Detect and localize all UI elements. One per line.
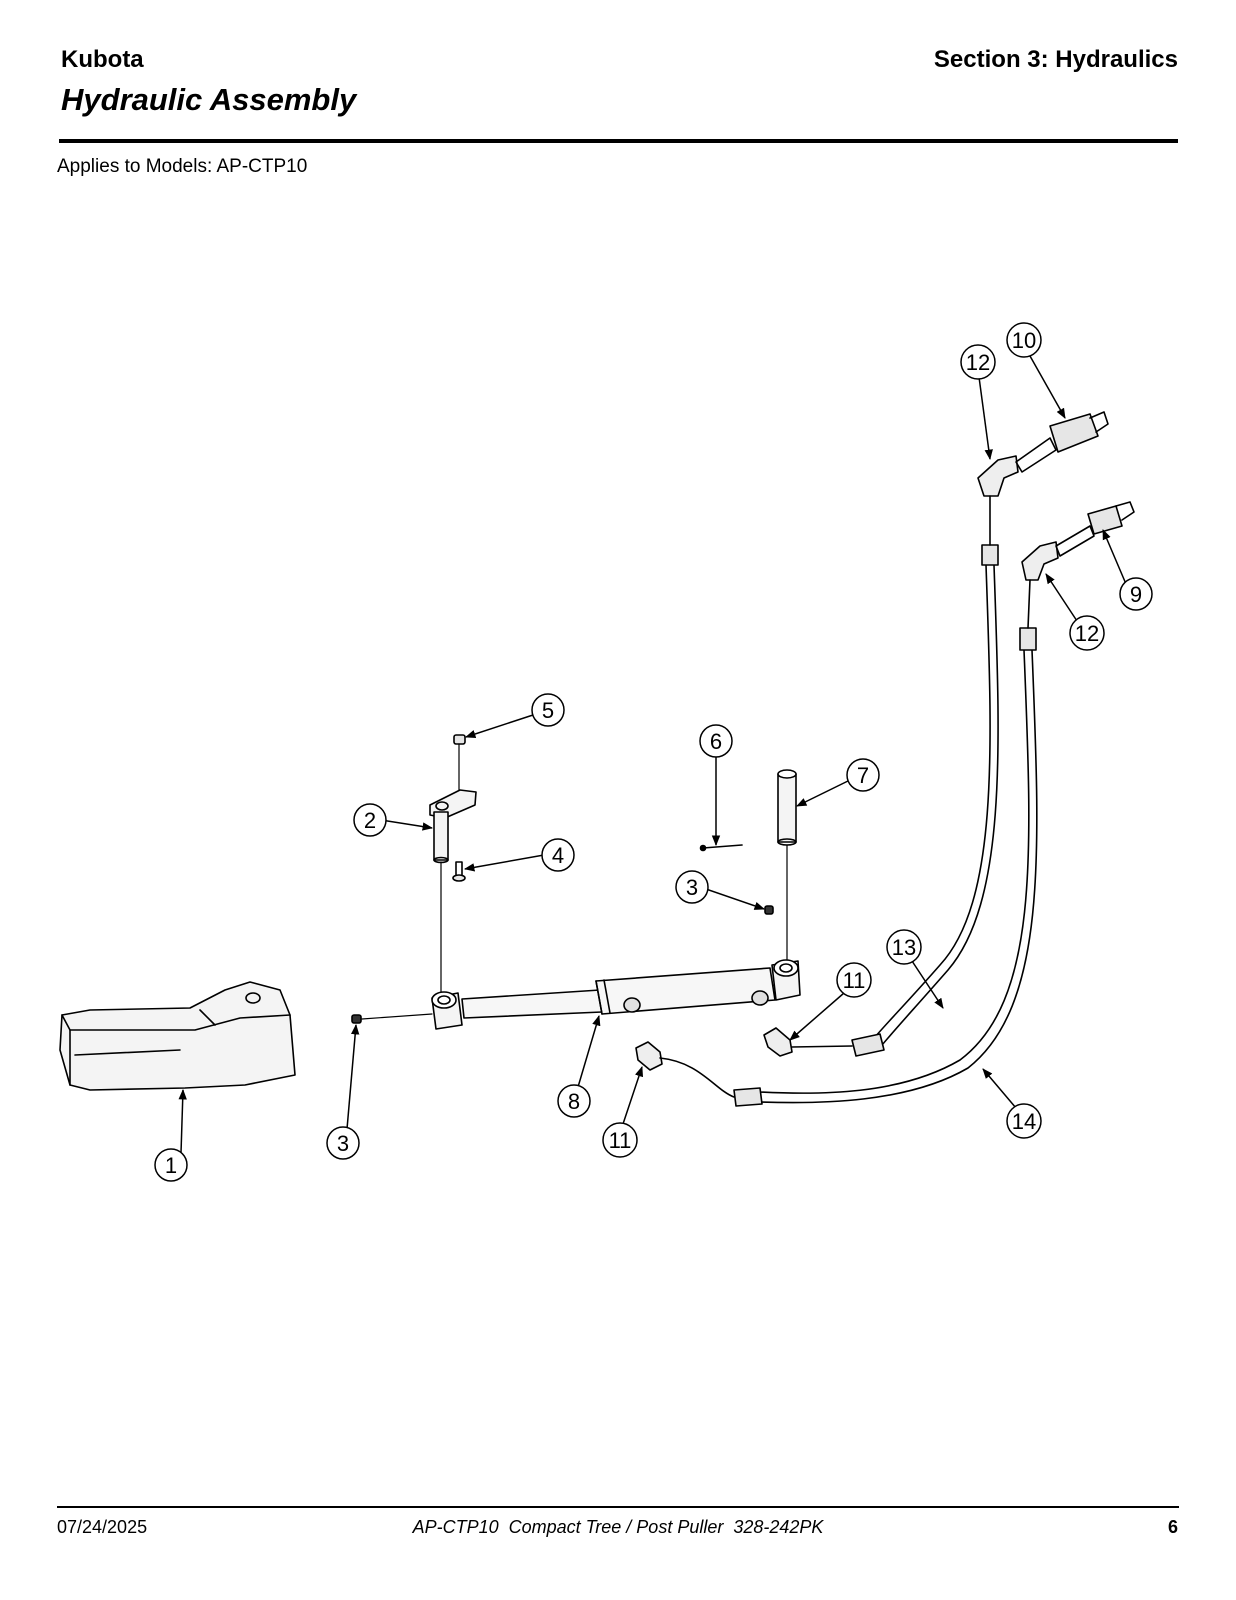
callout-9: 9 [1119, 577, 1153, 611]
brand-name: Kubota [61, 46, 144, 73]
svg-text:3: 3 [337, 1131, 349, 1156]
callout-7: 7 [846, 758, 880, 792]
svg-text:3: 3 [686, 875, 698, 900]
quick-coupler-part [1015, 411, 1109, 473]
callout-8: 8 [557, 1084, 591, 1118]
svg-text:14: 14 [1012, 1109, 1036, 1134]
mounting-bracket-part [59, 981, 296, 1091]
svg-text:12: 12 [966, 350, 990, 375]
elbow-fitting-part [635, 1041, 663, 1071]
callout-13: 13 [886, 929, 922, 965]
svg-text:6: 6 [710, 729, 722, 754]
callout-11: 11 [836, 962, 872, 998]
bolt-part [452, 861, 466, 882]
svg-text:10: 10 [1012, 328, 1036, 353]
hydraulic-cylinder-part [431, 959, 801, 1030]
elbow-adapter-part [977, 455, 1019, 546]
callout-2: 2 [353, 803, 387, 837]
callout-12: 12 [1069, 615, 1105, 651]
callout-4: 4 [541, 838, 575, 872]
footer-divider [57, 1506, 1179, 1508]
footer-document-title: AP-CTP10 Compact Tree / Post Puller 328-… [412, 1517, 824, 1537]
svg-text:2: 2 [364, 808, 376, 833]
svg-text:12: 12 [1075, 621, 1099, 646]
svg-text:11: 11 [843, 968, 866, 993]
grease-fitting-part [764, 905, 774, 915]
cylinder-pin-with-plate-part [429, 789, 477, 864]
header-divider [59, 139, 1178, 143]
callout-11: 11 [602, 1122, 638, 1158]
svg-text:9: 9 [1130, 582, 1142, 607]
grease-fitting-part [351, 1014, 362, 1024]
svg-text:1: 1 [165, 1153, 177, 1178]
quick-coupler-part [1055, 501, 1135, 557]
footer-date: 07/24/2025 [57, 1517, 148, 1537]
rod-pin-part [777, 769, 797, 846]
elbow-fitting-part [763, 1027, 793, 1057]
svg-text:8: 8 [568, 1089, 580, 1114]
callout-3: 3 [326, 1126, 360, 1160]
callout-5: 5 [531, 693, 565, 727]
callout-1: 1 [154, 1148, 188, 1182]
applies-to-models: Applies to Models: AP-CTP10 [57, 156, 308, 177]
callout-10: 10 [1006, 322, 1042, 358]
callout-12: 12 [960, 344, 996, 380]
callout-6: 6 [699, 724, 733, 758]
hydraulic-hose-part [659, 627, 1038, 1107]
page-title: Hydraulic Assembly [61, 82, 357, 117]
svg-text:5: 5 [542, 698, 554, 723]
svg-text:11: 11 [609, 1128, 632, 1153]
svg-text:7: 7 [857, 763, 869, 788]
svg-text:4: 4 [552, 843, 564, 868]
roll-pin-part [699, 844, 743, 852]
nut-part [453, 734, 466, 745]
elbow-adapter-part [1021, 541, 1059, 629]
svg-text:13: 13 [892, 935, 916, 960]
page-number: 6 [1167, 1517, 1178, 1537]
callout-14: 14 [1006, 1103, 1042, 1139]
section-title: Section 3: Hydraulics [933, 46, 1178, 73]
callout-3: 3 [675, 870, 709, 904]
hydraulic-hose-part [791, 544, 999, 1057]
